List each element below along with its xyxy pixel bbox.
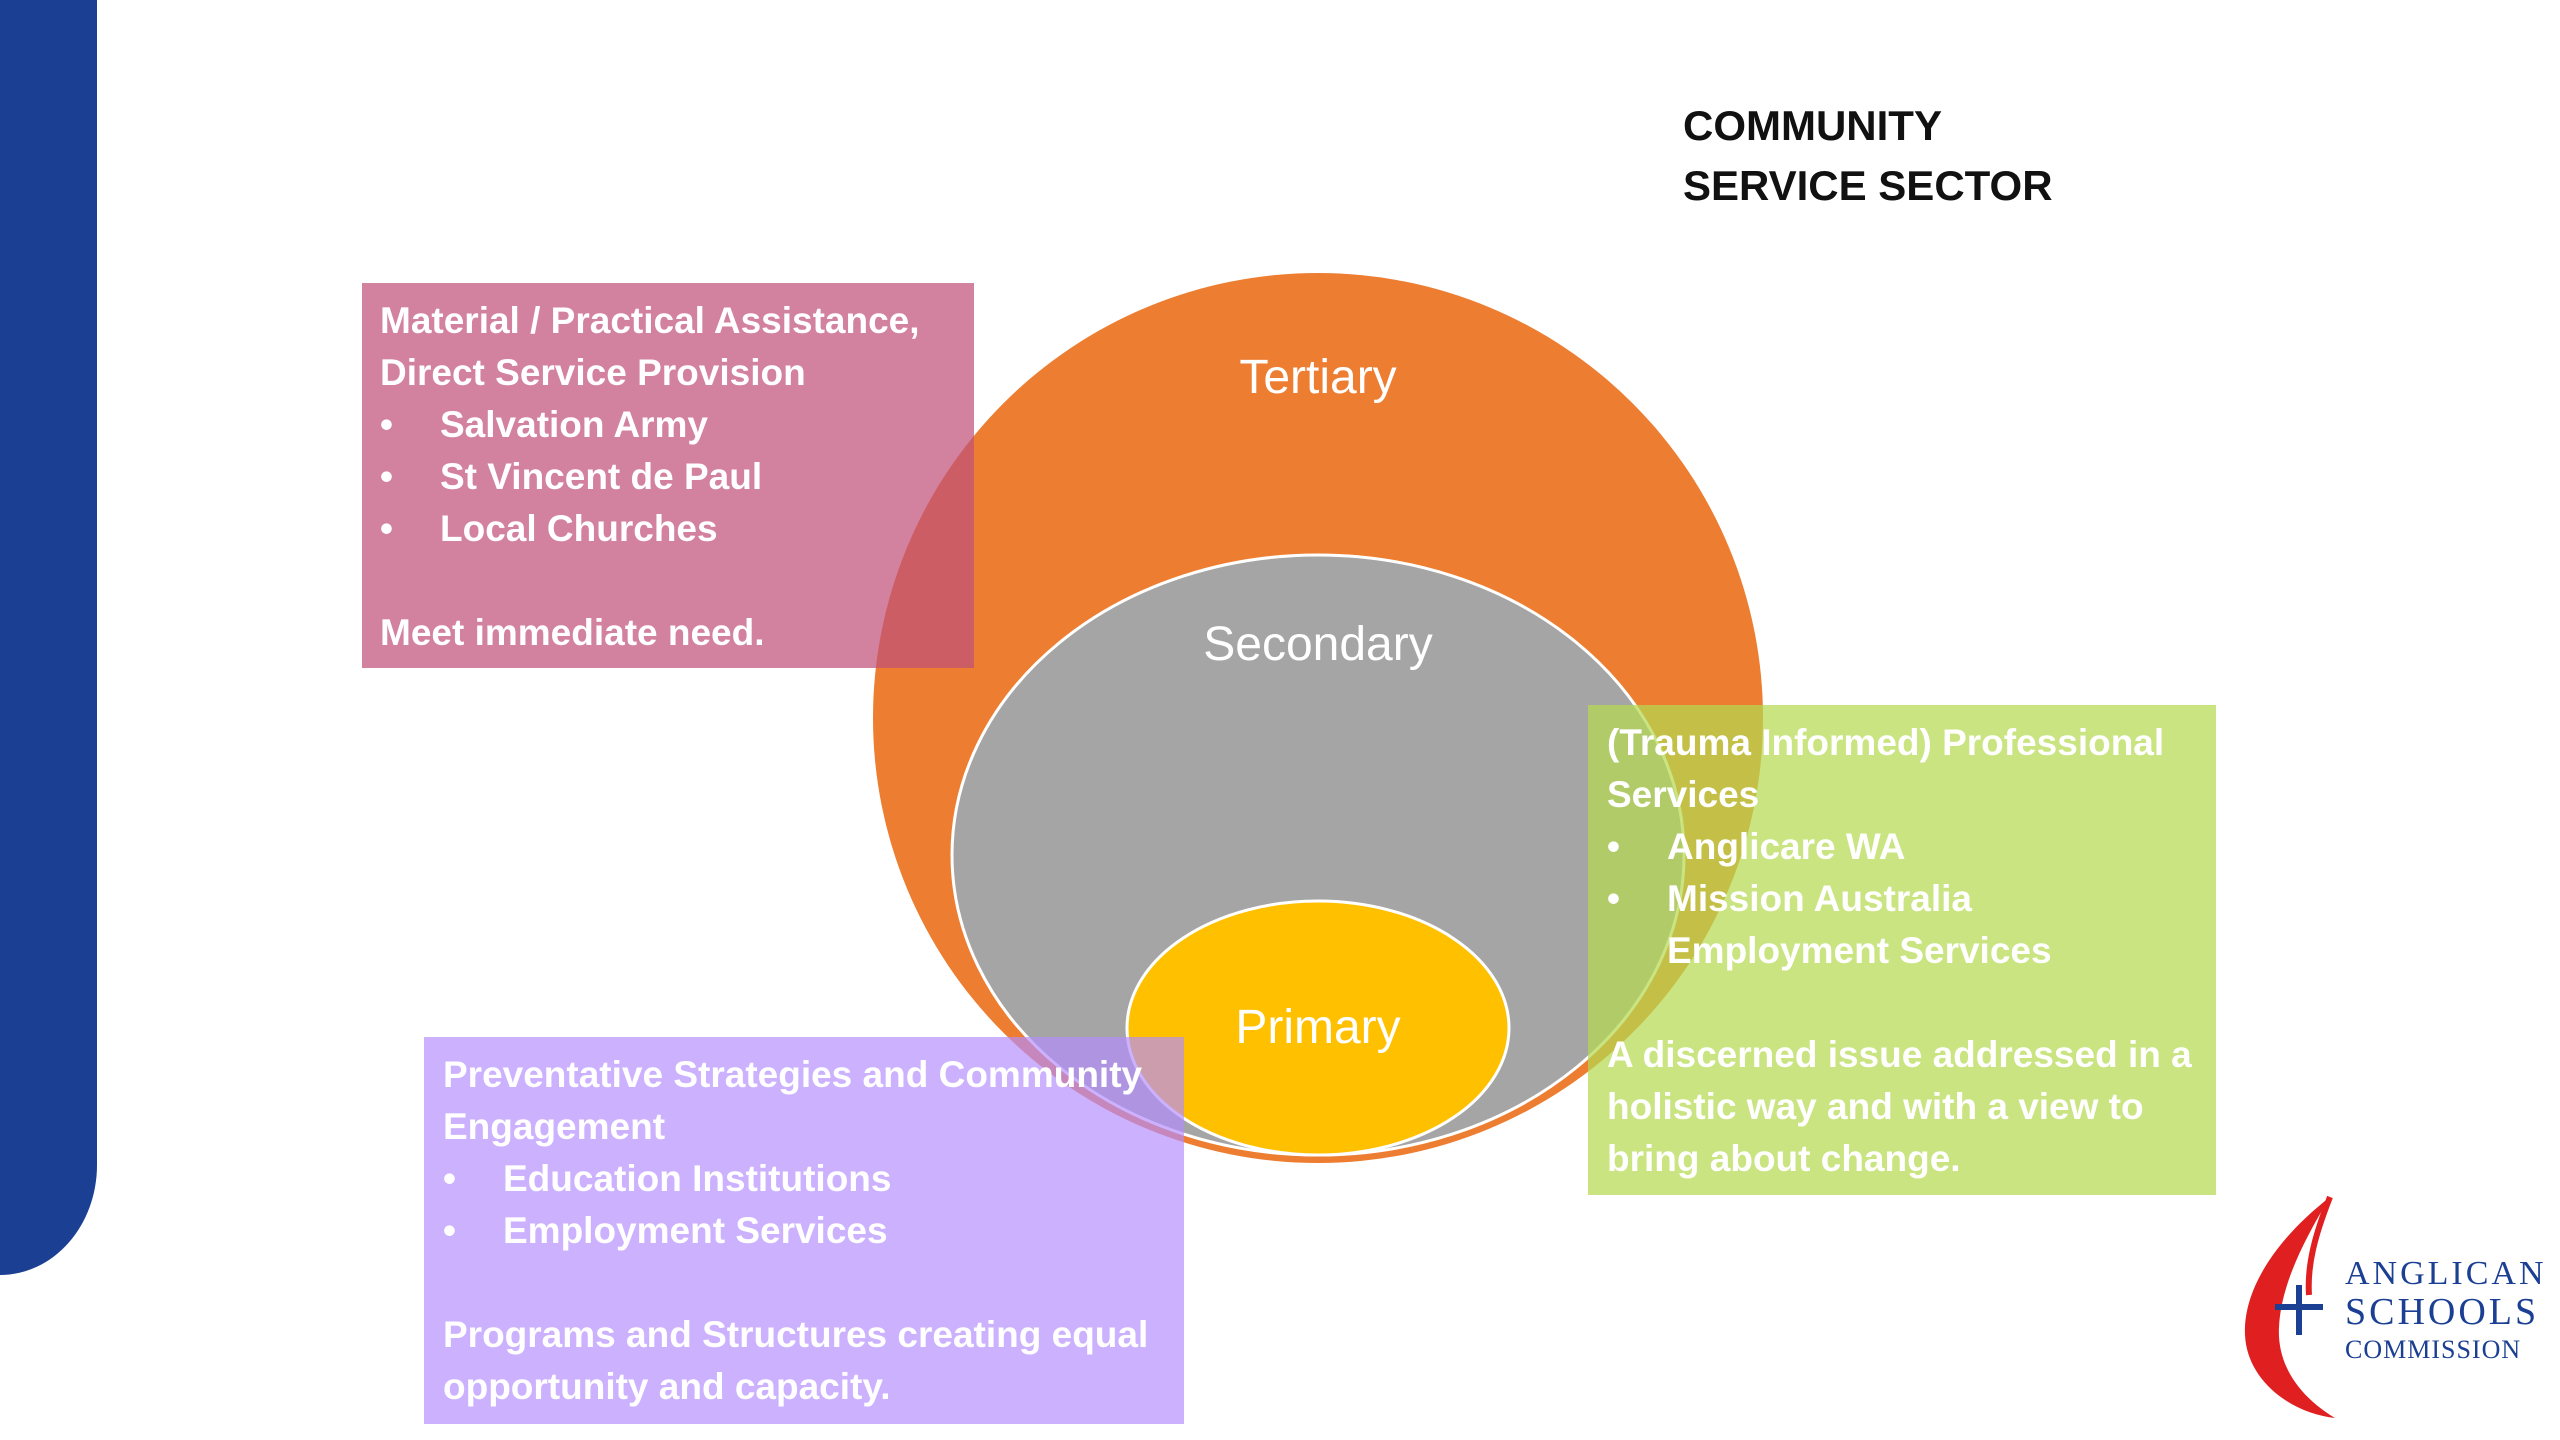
list-item: Local Churches bbox=[380, 503, 956, 555]
material-box-list: Salvation Army St Vincent de Paul Local … bbox=[380, 399, 956, 555]
material-assistance-box: Material / Practical Assistance, Direct … bbox=[362, 283, 974, 668]
list-item: Salvation Army bbox=[380, 399, 956, 451]
preventative-strategies-box: Preventative Strategies and Community En… bbox=[424, 1037, 1184, 1424]
logo-text: ANGLICAN SCHOOLS COMMISSION bbox=[2345, 1257, 2547, 1363]
tertiary-label: Tertiary bbox=[1239, 351, 1397, 404]
list-item: Anglicare WA bbox=[1607, 821, 2197, 873]
list-item: St Vincent de Paul bbox=[380, 451, 956, 503]
preventative-box-heading: Preventative Strategies and Community En… bbox=[443, 1054, 1143, 1147]
professional-box-footer: A discerned issue addressed in a holisti… bbox=[1607, 1034, 2192, 1179]
primary-circle bbox=[1125, 899, 1511, 1157]
preventative-box-footer: Programs and Structures creating equal o… bbox=[443, 1314, 1149, 1407]
list-item: Employment Services bbox=[443, 1205, 1165, 1257]
list-item: Mission Australia Employment Services bbox=[1607, 873, 2197, 977]
professional-box-list: Anglicare WA Mission Australia Employmen… bbox=[1607, 821, 2197, 977]
material-box-footer: Meet immediate need. bbox=[380, 612, 765, 653]
list-item: Education Institutions bbox=[443, 1153, 1165, 1205]
logo-flame-icon bbox=[2244, 1195, 2335, 1418]
preventative-box-list: Education Institutions Employment Servic… bbox=[443, 1153, 1165, 1257]
secondary-label: Secondary bbox=[1203, 618, 1433, 671]
logo-line-commission: COMMISSION bbox=[2345, 1335, 2522, 1364]
logo-line-schools: SCHOOLS bbox=[2345, 1291, 2540, 1333]
left-accent-bar bbox=[0, 0, 97, 1275]
professional-services-box: (Trauma Informed) Professional Services … bbox=[1588, 705, 2216, 1195]
primary-label: Primary bbox=[1235, 1001, 1401, 1054]
logo-line-anglican: ANGLICAN bbox=[2345, 1255, 2547, 1292]
professional-box-heading: (Trauma Informed) Professional Services bbox=[1607, 722, 2165, 815]
material-box-heading: Material / Practical Assistance, Direct … bbox=[380, 300, 920, 393]
anglican-schools-commission-logo: ANGLICAN SCHOOLS COMMISSION bbox=[2235, 1195, 2545, 1420]
sector-title: COMMUNITY SERVICE SECTOR bbox=[1683, 102, 2053, 209]
